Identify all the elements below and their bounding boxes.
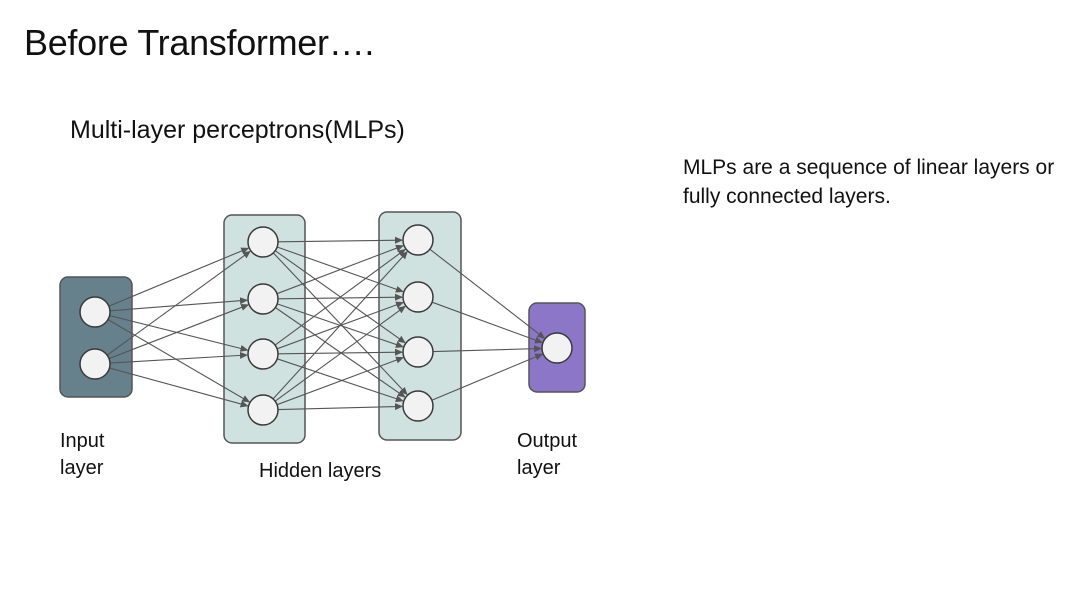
connection-l1-2-3 bbox=[277, 358, 404, 402]
connection-l1-3-0 bbox=[272, 251, 408, 400]
connection-l1-2-0 bbox=[274, 248, 406, 346]
hidden1-neuron-2 bbox=[247, 283, 279, 315]
connection-l2-1-0 bbox=[431, 301, 543, 344]
connection-l0-1-3 bbox=[109, 367, 249, 408]
hidden2-neuron-4 bbox=[402, 390, 434, 422]
input-neuron-1 bbox=[79, 296, 111, 328]
hidden-layers-label: Hidden layers bbox=[259, 460, 382, 482]
connection-l0-0-0 bbox=[108, 247, 250, 307]
hidden1-neuron-3 bbox=[247, 338, 279, 370]
connection-l0-0-2 bbox=[109, 315, 249, 352]
connection-l0-1-0 bbox=[106, 250, 251, 356]
hidden2-neuron-3 bbox=[402, 336, 434, 368]
slide-title: Before Transformer…. bbox=[24, 22, 375, 63]
connection-l2-2-0 bbox=[432, 345, 542, 353]
output-neuron-1 bbox=[541, 332, 573, 364]
connection-l1-3-3 bbox=[277, 403, 403, 411]
connection-l0-0-3 bbox=[107, 319, 251, 403]
connection-l1-1-3 bbox=[274, 307, 406, 398]
input-layer-label: Input layer bbox=[60, 430, 105, 479]
description-text: MLPs are a sequence of linear layers or … bbox=[683, 156, 1055, 208]
slide-subtitle: Multi-layer perceptrons(MLPs) bbox=[70, 116, 405, 144]
connection-l1-3-1 bbox=[274, 305, 406, 402]
connection-l1-3-2 bbox=[276, 356, 404, 406]
hidden1-neuron-4 bbox=[247, 394, 279, 426]
output-layer-label: Output layer bbox=[517, 430, 578, 479]
hidden2-neuron-2 bbox=[402, 281, 434, 313]
connection-l2-3-0 bbox=[431, 353, 544, 401]
connection-l2-0-0 bbox=[429, 248, 546, 339]
connection-l0-1-1 bbox=[108, 304, 250, 360]
hidden2-neuron-1 bbox=[402, 224, 434, 256]
connection-l1-2-2 bbox=[277, 348, 403, 356]
hidden1-neuron-1 bbox=[247, 226, 279, 258]
input-neuron-2 bbox=[79, 348, 111, 380]
connection-l1-0-0 bbox=[277, 236, 403, 244]
connection-l0-1-2 bbox=[109, 351, 248, 364]
connection-l0-0-1 bbox=[109, 297, 248, 312]
connection-l1-1-0 bbox=[276, 244, 404, 295]
connection-l1-0-3 bbox=[272, 252, 408, 396]
